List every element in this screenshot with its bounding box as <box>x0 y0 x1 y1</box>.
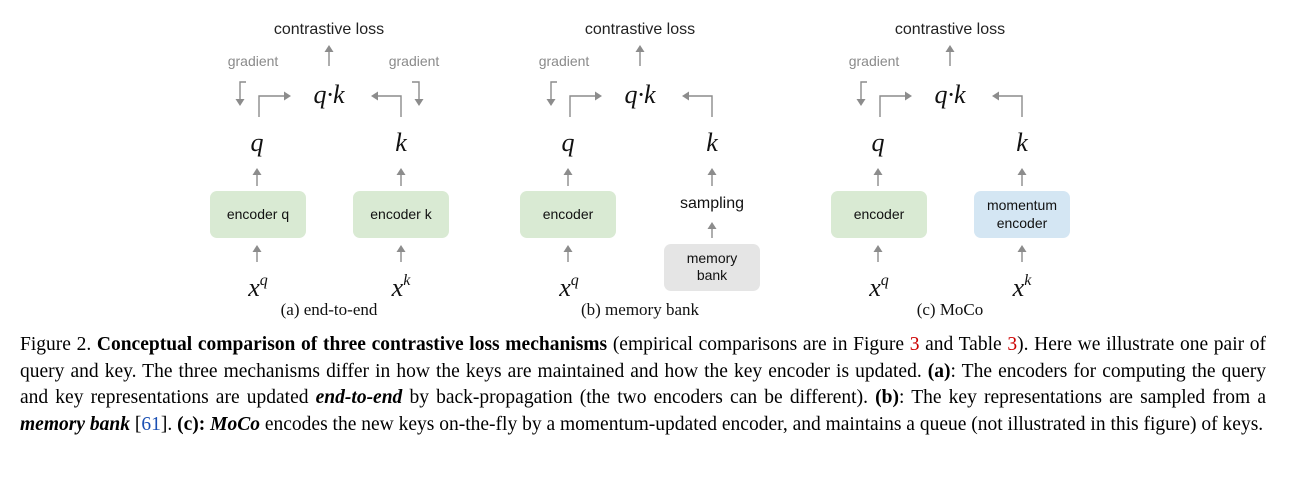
key-input-symbol: xk <box>1012 272 1033 302</box>
forward-arrow-right-icon <box>682 91 713 117</box>
contrastive-loss-label: contrastive loss <box>585 21 695 38</box>
momentum-encoder-label-line1: momentum <box>987 197 1057 213</box>
encoder-label: encoder <box>854 206 905 222</box>
up-arrow-icon <box>873 168 883 186</box>
query-input-symbol: xq <box>558 272 579 302</box>
up-arrow-icon <box>396 168 406 186</box>
up-arrow-icon <box>873 245 883 262</box>
up-arrow-icon <box>252 245 262 262</box>
end-to-end-emphasis: end-to-end <box>315 387 403 408</box>
up-arrow-icon <box>563 168 573 186</box>
panel-memory-bank: contrastive loss gradient q·k q k <box>520 21 760 319</box>
up-arrow-icon <box>635 45 645 66</box>
figure-caption: Figure 2. Conceptual comparison of three… <box>20 334 1267 435</box>
citation-link[interactable]: 61 <box>141 413 161 435</box>
up-arrow-icon <box>945 45 955 66</box>
query-symbol: q <box>562 128 575 157</box>
up-arrow-icon <box>324 45 334 66</box>
up-arrow-icon <box>707 222 717 238</box>
gradient-label: gradient <box>849 53 900 69</box>
momentum-encoder-label-line2: encoder <box>997 215 1048 231</box>
up-arrow-icon <box>1017 168 1027 186</box>
memory-bank-label-line1: memory <box>687 250 738 266</box>
panel-label: (c) MoCo <box>917 300 984 319</box>
key-input-symbol: xk <box>391 272 412 302</box>
query-symbol: q <box>872 128 885 157</box>
gradient-label: gradient <box>539 53 590 69</box>
forward-arrow-right-icon <box>992 91 1023 117</box>
key-symbol: k <box>706 128 718 157</box>
up-arrow-icon <box>707 168 717 186</box>
encoder-k-label: encoder k <box>370 206 432 222</box>
encoder-q-label: encoder q <box>227 206 289 222</box>
encoder-q-box <box>210 191 306 238</box>
moco-emphasis: MoCo <box>210 413 260 435</box>
panel-label: (a) end-to-end <box>281 300 378 319</box>
gradient-label: gradient <box>228 53 279 69</box>
query-input-symbol: xq <box>247 272 268 302</box>
panel-end-to-end: contrastive loss gradient gradient q·k q… <box>210 21 449 319</box>
forward-arrow-left-icon <box>258 91 291 117</box>
gradient-backprop-left-icon <box>235 81 246 106</box>
figure-diagram: contrastive loss gradient gradient q·k q… <box>210 21 1070 319</box>
panel-moco: contrastive loss gradient q·k q k <box>831 21 1070 319</box>
encoder-label: encoder <box>543 206 594 222</box>
panel-label: (b) memory bank <box>581 300 700 319</box>
query-symbol: q <box>251 128 264 157</box>
momentum-encoder-box <box>974 191 1070 238</box>
forward-arrow-right-icon <box>371 91 402 117</box>
key-symbol: k <box>1016 128 1028 157</box>
encoder-box <box>831 191 927 238</box>
memory-bank-label-line2: bank <box>697 267 728 283</box>
up-arrow-icon <box>396 245 406 262</box>
encoder-box <box>520 191 616 238</box>
dot-product-label: q·k <box>313 80 345 109</box>
dot-product-label: q·k <box>934 80 966 109</box>
contrastive-loss-label: contrastive loss <box>895 21 1005 38</box>
up-arrow-icon <box>1017 245 1027 262</box>
gradient-backprop-left-icon <box>856 81 867 106</box>
up-arrow-icon <box>563 245 573 262</box>
gradient-label: gradient <box>389 53 440 69</box>
contrastive-loss-label: contrastive loss <box>274 21 384 38</box>
figure-number: Figure 2. <box>20 334 92 355</box>
up-arrow-icon <box>252 168 262 186</box>
memory-bank-emphasis: memory bank <box>20 413 130 435</box>
forward-arrow-left-icon <box>879 91 912 117</box>
table-reference-link[interactable]: 3 <box>1007 334 1018 355</box>
key-symbol: k <box>395 128 407 157</box>
gradient-backprop-right-icon <box>412 81 424 106</box>
forward-arrow-left-icon <box>569 91 602 117</box>
dot-product-label: q·k <box>624 80 656 109</box>
gradient-backprop-left-icon <box>546 81 557 106</box>
figure-reference-link[interactable]: 3 <box>909 334 920 355</box>
memory-bank-box <box>664 244 760 291</box>
query-input-symbol: xq <box>868 272 889 302</box>
encoder-k-box <box>353 191 449 238</box>
caption-title: Conceptual comparison of three contrasti… <box>96 334 608 355</box>
sampling-label: sampling <box>680 195 744 212</box>
